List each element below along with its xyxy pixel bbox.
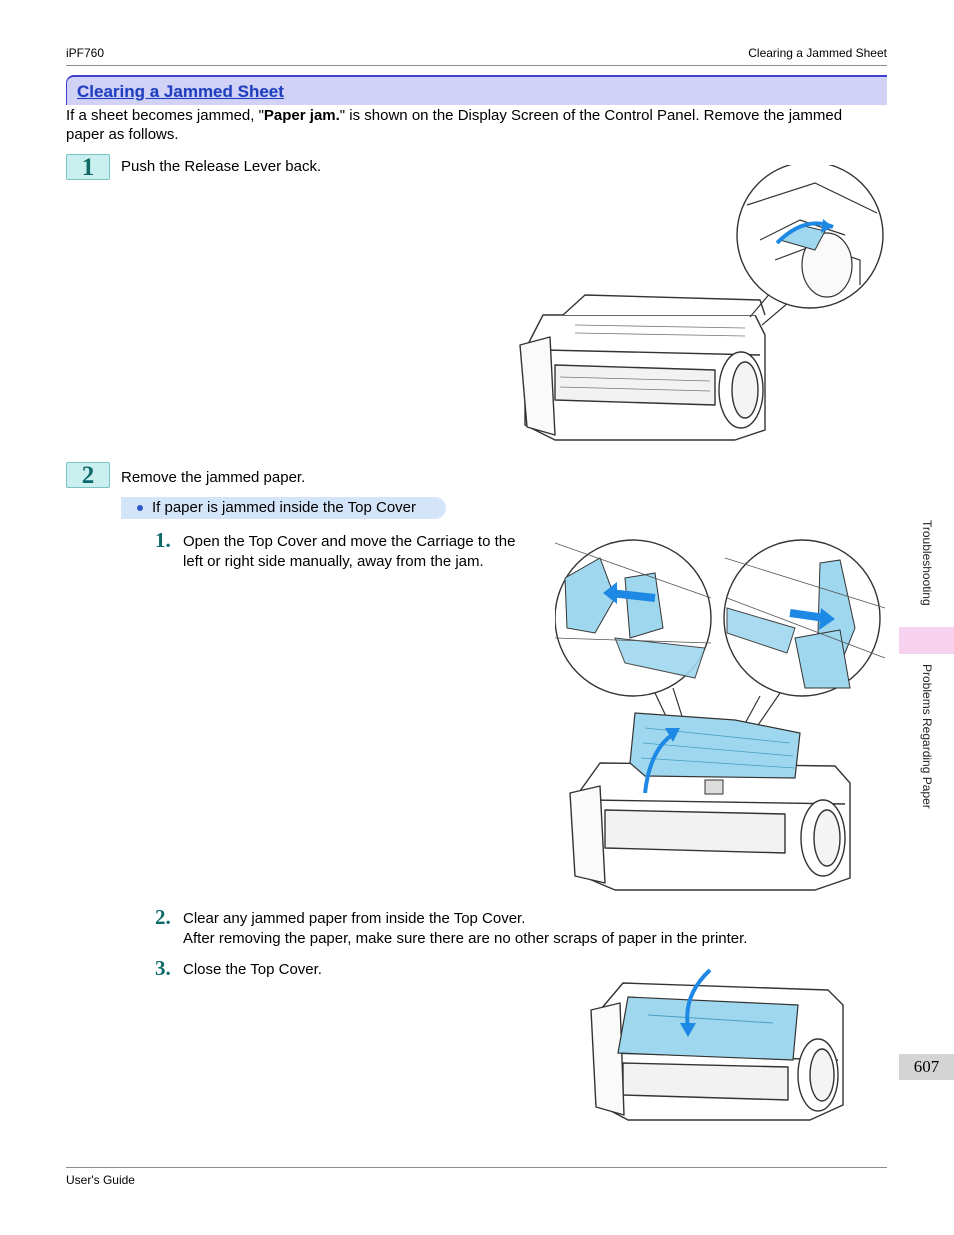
substep-2-line2: After removing the paper, make sure ther… <box>183 930 748 947</box>
page-number: 607 <box>899 1054 954 1080</box>
step-2-badge: 2 <box>66 462 110 488</box>
substep-1-text: Open the Top Cover and move the Carriage… <box>183 532 515 572</box>
bullet-icon <box>137 505 143 511</box>
substep-2-number: 2. <box>155 905 171 929</box>
substep-1-number: 1. <box>155 528 171 552</box>
step-1-badge: 1 <box>66 154 110 180</box>
substep-1-line1: Open the Top Cover and move the Carriage… <box>183 533 516 550</box>
option-top-cover[interactable]: If paper is jammed inside the Top Cover <box>121 497 446 519</box>
substep-2-text: Clear any jammed paper from inside the T… <box>183 909 747 949</box>
substep-3-text: Close the Top Cover. <box>183 961 322 978</box>
substep-1-line2: left or right side manually, away from t… <box>183 553 484 570</box>
substep-2-line1: Clear any jammed paper from inside the T… <box>183 910 526 927</box>
intro-text-before: If a sheet becomes jammed, " <box>66 107 264 124</box>
sidebar-chapter[interactable]: Troubleshooting <box>920 520 934 606</box>
sidebar-section[interactable]: Problems Regarding Paper <box>920 664 934 809</box>
option-label: If paper is jammed inside the Top Cover <box>152 499 417 516</box>
header-divider <box>66 65 887 66</box>
step-2-text: Remove the jammed paper. <box>121 469 306 486</box>
footer-guide: User's Guide <box>66 1173 135 1187</box>
close-top-cover-illustration <box>590 968 844 1121</box>
release-lever-illustration <box>519 165 884 441</box>
footer-divider <box>66 1167 887 1168</box>
intro-text-after: " is shown on the Display Screen of the … <box>66 107 843 143</box>
intro-message-bold: Paper jam. <box>263 107 340 124</box>
header-section: Clearing a Jammed Sheet <box>748 46 887 60</box>
section-title-bar: Clearing a Jammed Sheet <box>66 75 887 105</box>
carriage-move-illustration <box>555 539 886 891</box>
substep-3-number: 3. <box>155 956 171 980</box>
intro-paragraph: If a sheet becomes jammed, "Paper jam." … <box>66 106 881 144</box>
header-model: iPF760 <box>66 46 105 60</box>
section-title[interactable]: Clearing a Jammed Sheet <box>77 82 284 101</box>
step-1-text: Push the Release Lever back. <box>121 158 322 175</box>
sidebar-active-tab[interactable] <box>899 627 954 654</box>
